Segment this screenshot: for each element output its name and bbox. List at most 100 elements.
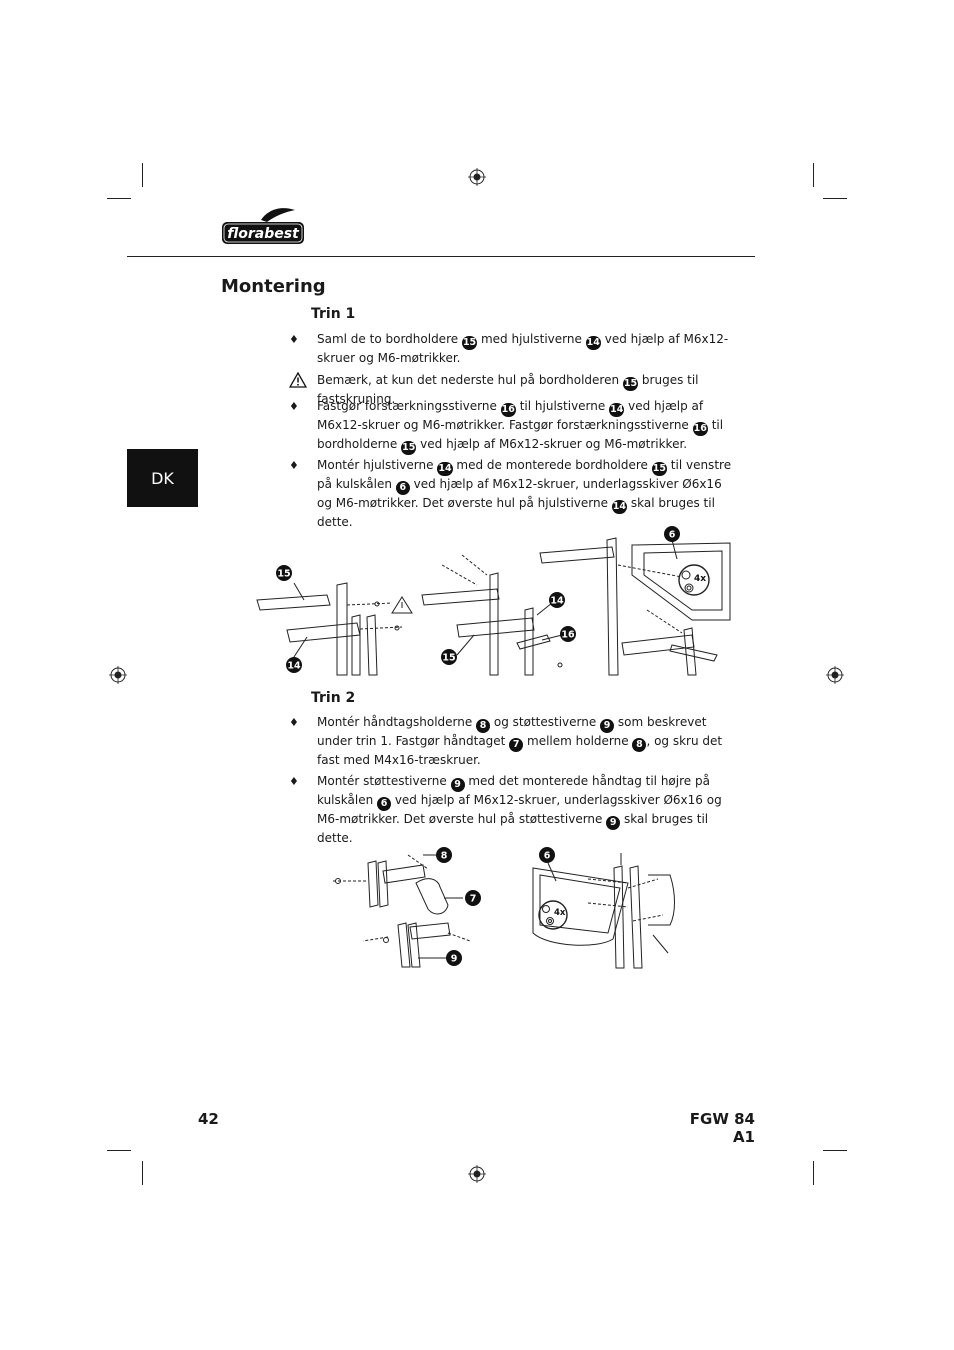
svg-text:15: 15 [442,653,455,664]
text-run: og støttestiverne [490,715,601,729]
part-number-badge: 15 [461,336,478,350]
item-text: Montér hjulstiverne 14 med de monterede … [317,457,734,532]
quantity-label: 4x [554,908,566,918]
text-run: skal bruges til dette. [317,812,709,845]
text-run: ved hjælp af M6x12-skruer og M6-møtrikke… [416,437,688,451]
step1-item-2: Bemærk, at kun det nederste hul på bordh… [289,372,734,409]
crop-mark [142,163,143,187]
text-run: , og skru det fast med M4x16-træskruer. [317,734,723,767]
step1-item-3: ♦ Fastgør forstærkningsstiverne 16 til h… [289,398,734,455]
text-run: Saml de to bordholdere [317,332,462,346]
text-run: Bemærk, at kun det nederste hul på bordh… [317,373,623,387]
part-number-badge: 15 [401,441,417,455]
svg-text:6: 6 [544,851,551,862]
text-run: til venstre på kulskålen [317,458,732,491]
text-run: som beskrevet under trin 1. Fastgør hånd… [317,715,707,748]
callout-15-b: 15 [441,649,457,665]
part-number-badge: 7 [509,738,524,752]
step2-item-1: ♦ Montér håndtagsholderne 8 og støttesti… [289,714,734,770]
step1-assembly-illustration: 15 14 14 16 15 6 4x [256,526,731,676]
part-number-badge: 14 [585,336,601,350]
crop-mark [813,1161,814,1185]
page-number: 42 [198,1110,219,1128]
text-run: Montér støttestiverne [317,774,451,788]
text-run: til hjulstiverne [515,399,610,413]
crop-mark [813,163,814,187]
svg-text:6: 6 [669,530,676,541]
text-run: skal bruges til dette. [317,496,715,529]
callout-9: 9 [446,950,462,966]
section-title: Montering [221,276,326,297]
text-run: med de monterede bordholdere [452,458,652,472]
part-number-badge: 8 [632,738,647,752]
crop-mark [107,1150,131,1151]
part-number-badge: 6 [395,481,410,495]
text-run: bruges til fastskruning. [317,373,699,406]
callout-8: 8 [436,847,452,863]
text-run: Fastgør forstærkningsstiverne [317,399,501,413]
text-run: med det monterede håndtag til højre på k… [317,774,710,807]
svg-text:14: 14 [550,596,564,607]
model-number: FGW 84 A1 [689,1110,755,1146]
part-number-badge: 14 [611,500,628,514]
part-number-badge: 15 [651,462,667,476]
registration-mark-icon [826,666,844,684]
header-rule [127,256,755,257]
callout-6: 6 [664,526,680,542]
part-number-badge: 14 [437,462,453,476]
svg-text:7: 7 [470,894,477,905]
part-number-badge: 16 [500,403,516,417]
callout-15-a: 15 [276,565,292,581]
step2-assembly-illustration: 8 7 9 6 4x [333,847,675,969]
svg-text:14: 14 [287,661,301,672]
step1-item-4: ♦ Montér hjulstiverne 14 med de montered… [289,457,734,532]
step2-heading: Trin 2 [311,690,356,706]
svg-text:15: 15 [277,569,290,580]
registration-mark-icon [468,1165,486,1183]
callout-16: 16 [560,626,576,642]
crop-mark [142,1161,143,1185]
language-tab: DK [127,449,198,507]
text-run: ved hjælp af M6x12-skruer, underlagsskiv… [317,477,722,510]
text-run: ved hjælp af M6x12-skruer og M6-møtrikke… [317,399,704,432]
item-text: Montér støttestiverne 9 med det montered… [317,773,734,848]
callout-6: 6 [539,847,555,863]
step2-item-2: ♦ Montér støttestiverne 9 med det monter… [289,773,734,848]
item-text: Bemærk, at kun det nederste hul på bordh… [317,372,734,409]
part-number-badge: 16 [692,422,708,436]
item-text: Saml de to bordholdere 15 med hjulstiver… [317,331,734,368]
text-run: med hjulstiverne [477,332,586,346]
svg-text:9: 9 [451,954,458,965]
quantity-label: 4x [694,574,706,584]
logo-text: florabest [227,226,300,242]
svg-text:16: 16 [561,630,575,641]
step1-item-1: ♦ Saml de to bordholdere 15 med hjulstiv… [289,331,734,368]
item-text: Montér håndtagsholderne 8 og støttestive… [317,714,734,770]
florabest-logo: florabest [222,208,304,244]
text-run: mellem holderne [523,734,633,748]
callout-14-b: 14 [549,592,565,608]
part-number-badge: 15 [622,377,639,391]
part-number-badge: 8 [476,719,491,733]
part-number-badge: 9 [600,719,615,733]
text-run: ved hjælp af M6x12-skruer, underlagsskiv… [317,793,722,826]
text-run: til bordholderne [317,418,724,451]
crop-mark [823,198,847,199]
part-number-badge: 9 [606,816,621,830]
callout-7: 7 [465,890,481,906]
item-text: Fastgør forstærkningsstiverne 16 til hju… [317,398,734,455]
step1-figure: 15 14 14 16 15 6 4x [252,525,732,680]
registration-mark-icon [109,666,127,684]
callout-14-a: 14 [286,657,302,673]
part-number-badge: 9 [450,778,465,792]
text-run: Montér håndtagsholderne [317,715,477,729]
crop-mark [823,1150,847,1151]
text-run: ved hjælp af M6x12-skruer og M6-møtrikke… [317,332,729,365]
step1-heading: Trin 1 [311,306,356,322]
registration-mark-icon [468,168,486,186]
part-number-badge: 14 [609,403,625,417]
text-run: Montér hjulstiverne [317,458,438,472]
warning-icon [289,372,307,388]
crop-mark [107,198,131,199]
step2-figure: 8 7 9 6 4x [328,843,678,973]
